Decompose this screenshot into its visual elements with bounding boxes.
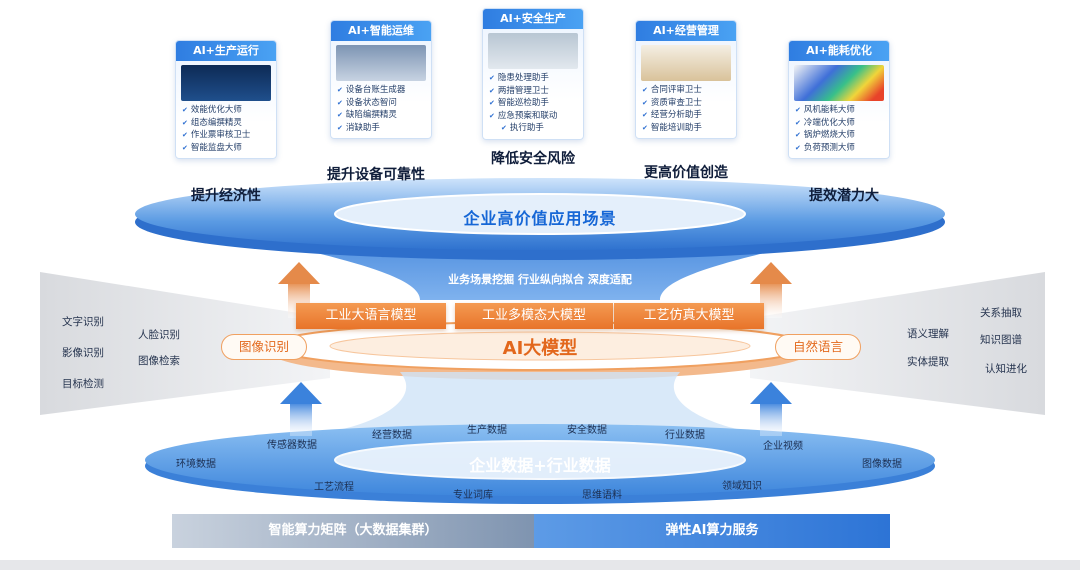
side-item: 知识图谱: [980, 334, 1022, 346]
bottom-strip: [0, 560, 1080, 570]
list-item: 消缺助手: [337, 122, 427, 135]
ai-inner: [329, 331, 751, 361]
blue-arrow-left: [280, 382, 322, 436]
model-box: 工艺仿真大模型: [614, 303, 764, 329]
list-item: 冷端优化大师: [795, 117, 885, 130]
value-caption: 提升经济性: [191, 188, 261, 204]
mining-caption: 业务场景挖掘 行业纵向拟合 深度适配: [448, 273, 632, 286]
card-production: AI+生产运行 效能优化大师 组态编撰精灵 作业票审核卫士 智能监盘大师: [175, 40, 277, 159]
list-item: 应急预案和联动: [489, 110, 579, 123]
ai-model-title: AI大模型: [502, 338, 578, 359]
side-item: 关系抽取: [980, 307, 1022, 319]
plant-image: [336, 45, 426, 81]
data-label: 生产数据: [467, 425, 507, 436]
side-item: 语义理解: [907, 328, 949, 340]
base-right-bg: [534, 514, 890, 548]
list-item: 资质审查卫士: [642, 97, 732, 110]
side-item: 实体提取: [907, 356, 949, 368]
list-item: 作业票审核卫士: [182, 129, 272, 142]
left-wing: [40, 272, 330, 415]
list-item: 智能巡检助手: [489, 97, 579, 110]
side-item: 人脸识别: [138, 329, 180, 341]
value-caption: 提升设备可靠性: [327, 167, 425, 183]
dashboard-image: [181, 65, 271, 101]
factory-image: [488, 33, 578, 69]
card-title: AI+经营管理: [636, 21, 736, 41]
side-item: 认知进化: [985, 363, 1027, 375]
data-label: 环境数据: [176, 459, 216, 470]
coins-image: [641, 45, 731, 81]
data-funnel: [330, 372, 750, 432]
data-label: 领域知识: [722, 481, 762, 492]
card-title: AI+安全生产: [483, 9, 583, 29]
right-wing: [750, 272, 1045, 415]
list-item: 负荷预测大师: [795, 142, 885, 155]
data-label: 传感器数据: [267, 440, 317, 451]
data-label: 专业词库: [453, 490, 493, 501]
data-layer-title: 企业数据+行业数据: [469, 456, 611, 475]
data-label: 工艺流程: [314, 482, 354, 493]
list-item: 缺陷编撰精灵: [337, 109, 427, 122]
list-item: 设备状态智问: [337, 97, 427, 110]
side-item: 文字识别: [62, 316, 104, 328]
list-item: 组态编撰精灵: [182, 117, 272, 130]
elastic-ai-service-bar: 弹性AI算力服务: [665, 523, 759, 538]
card-energy: AI+能耗优化 风机能耗大师 冷端优化大师 锅炉燃烧大师 负荷预测大师: [788, 40, 890, 159]
card-management: AI+经营管理 合同评审卫士 资质审查卫士 经营分析助手 智能培训助手: [635, 20, 737, 139]
model-box: 工业多模态大模型: [455, 303, 613, 329]
card-title: AI+智能运维: [331, 21, 431, 41]
value-caption: 更高价值创造: [644, 165, 728, 181]
data-label: 图像数据: [862, 459, 902, 470]
side-item: 目标检测: [62, 378, 104, 390]
list-item: 执行助手: [489, 122, 579, 135]
card-safety: AI+安全生产 隐患处理助手 两措管理卫士 智能巡检助手 应急预案和联动 执行助…: [482, 8, 584, 140]
model-box: 工业大语言模型: [296, 303, 446, 329]
side-item: 影像识别: [62, 347, 104, 359]
list-item: 风机能耗大师: [795, 104, 885, 117]
image-recognition-pill: 图像识别: [221, 334, 307, 360]
natural-language-pill: 自然语言: [775, 334, 861, 360]
list-item: 合同评审卫士: [642, 84, 732, 97]
data-label: 思维语料: [582, 490, 622, 501]
list-item: 经营分析助手: [642, 109, 732, 122]
list-item: 锅炉燃烧大师: [795, 129, 885, 142]
platform-inner: [334, 193, 746, 235]
value-caption: 提效潜力大: [809, 188, 879, 204]
card-maintenance: AI+智能运维 设备台账生成器 设备状态智问 缺陷编撰精灵 消缺助手: [330, 20, 432, 139]
data-label: 经营数据: [372, 430, 412, 441]
card-title: AI+能耗优化: [789, 41, 889, 61]
base-left-bg: [172, 514, 534, 548]
data-label: 企业视频: [763, 441, 803, 452]
platform-title: 企业高价值应用场景: [463, 209, 617, 228]
list-item: 智能监盘大师: [182, 142, 272, 155]
list-item: 智能培训助手: [642, 122, 732, 135]
card-title: AI+生产运行: [176, 41, 276, 61]
list-item: 设备台账生成器: [337, 84, 427, 97]
surface-plot-image: [794, 65, 884, 101]
data-inner: [334, 440, 746, 480]
blue-arrow-right: [750, 382, 792, 436]
data-label: 行业数据: [665, 430, 705, 441]
computing-matrix-bar: 智能算力矩阵（大数据集群）: [268, 523, 438, 538]
list-item: 两措管理卫士: [489, 85, 579, 98]
list-item: 隐患处理助手: [489, 72, 579, 85]
data-label: 安全数据: [567, 425, 607, 436]
side-item: 图像检索: [138, 355, 180, 367]
list-item: 效能优化大师: [182, 104, 272, 117]
orange-arrow-right: [750, 262, 792, 318]
value-caption: 降低安全风险: [491, 151, 575, 167]
